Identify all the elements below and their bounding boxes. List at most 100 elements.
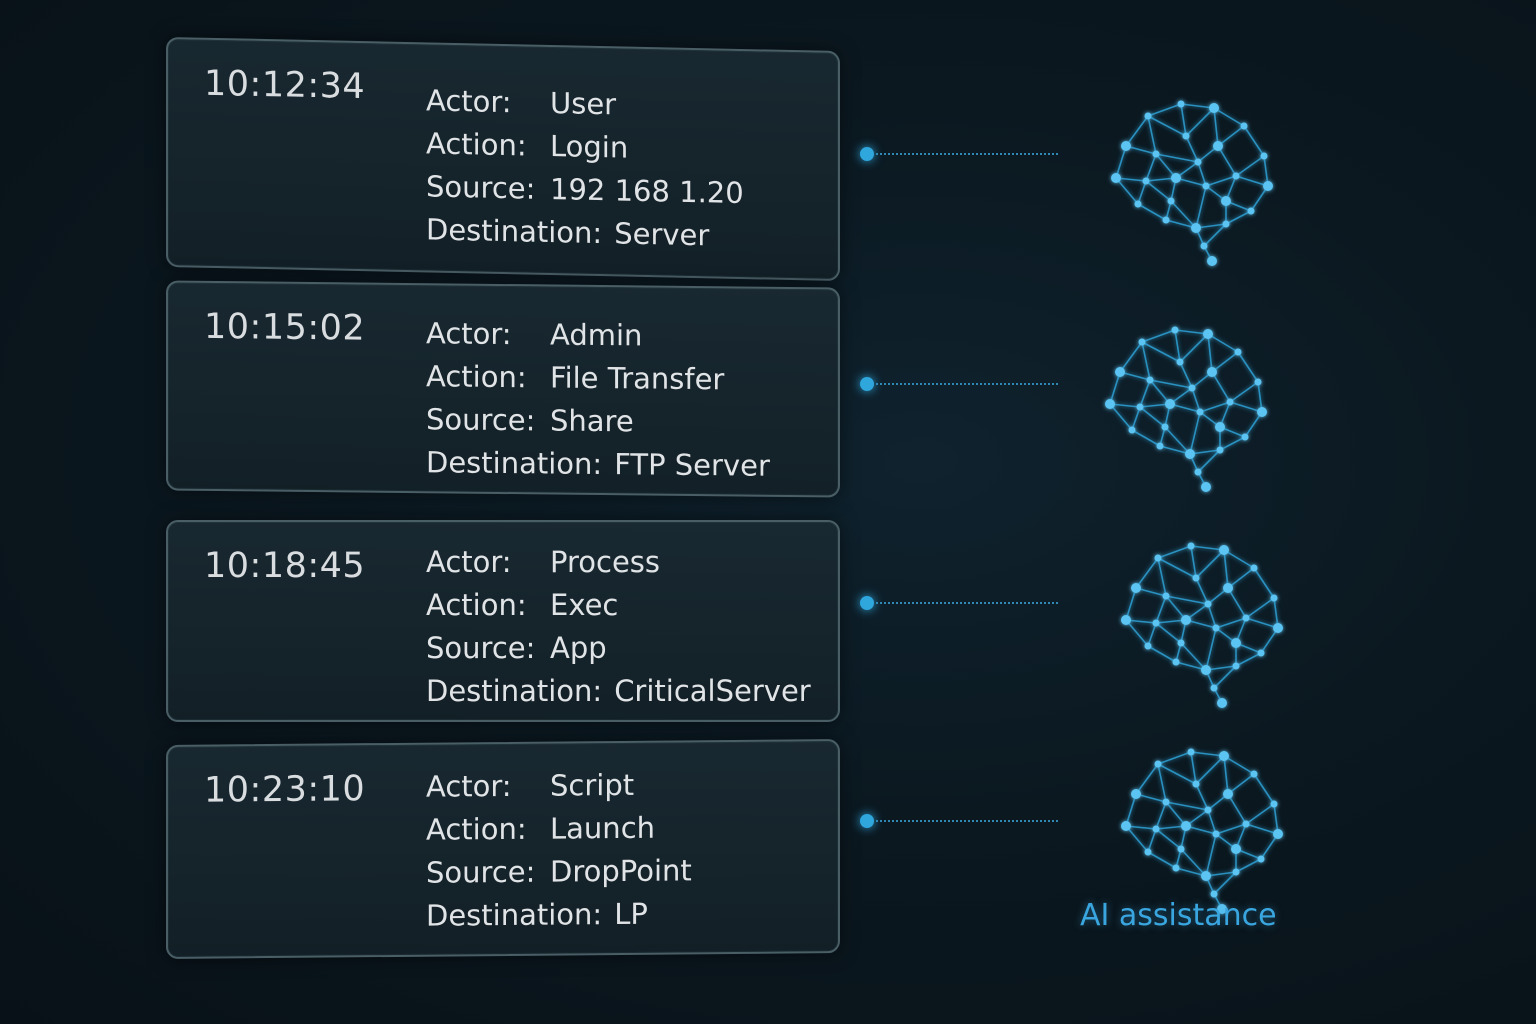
connector-line (860, 377, 1060, 391)
brain-edge (1165, 801, 1187, 827)
brain-edge (1263, 155, 1269, 187)
destination-row: Destination: FTP Server (426, 440, 770, 487)
brain-edge (1245, 617, 1279, 629)
brain-node (1219, 751, 1229, 761)
source-label: Source: (426, 630, 536, 665)
event-card[interactable]: 10:12:34 Actor: User Action: Login Sourc… (166, 36, 840, 282)
brain-edge (1149, 379, 1193, 389)
brain-edge (1205, 175, 1237, 187)
destination-row: Destination: CriticalServer (426, 669, 811, 712)
brain-edge (1147, 115, 1157, 155)
brain-edge (1235, 155, 1265, 177)
brain-node (1209, 103, 1219, 113)
brain-node (1192, 780, 1200, 788)
brain-edge (1207, 809, 1217, 835)
destination-label: Destination: (426, 211, 603, 250)
brain-edge (1245, 597, 1275, 619)
brain-node (1105, 399, 1115, 409)
brain-edge (1195, 185, 1207, 229)
brain-edge (1169, 403, 1201, 413)
brain-node (1223, 583, 1233, 593)
brain-edge (1157, 545, 1192, 559)
brain-node (1212, 624, 1220, 632)
brain-edge (1229, 381, 1259, 403)
destination-row: Destination: Server (426, 207, 744, 257)
source-value: App (550, 630, 607, 665)
brain-edge (1180, 103, 1215, 109)
actor-value: Admin (550, 316, 643, 352)
event-card[interactable]: 10:15:02 Actor: Admin Action: File Trans… (166, 280, 840, 498)
brain-edge (1157, 557, 1167, 597)
brain-node (1165, 399, 1175, 409)
event-card[interactable]: 10:18:45 Actor: Process Action: Exec Sou… (166, 520, 840, 722)
brain-network-icon (1096, 734, 1296, 914)
action-row: Action: File Transfer (426, 354, 770, 401)
connector-line (860, 814, 1060, 828)
connector-dot (860, 377, 874, 391)
brain-edge (1197, 161, 1207, 187)
brain-edge (1139, 403, 1171, 408)
brain-node (1217, 904, 1227, 914)
brain-edge (1147, 645, 1177, 663)
brain-edge (1207, 603, 1217, 629)
brain-edge (1244, 411, 1263, 438)
brain-node (1162, 798, 1170, 806)
brain-edge (1185, 107, 1215, 137)
brain-node (1223, 789, 1233, 799)
source-value: Share (550, 402, 634, 438)
connector-line (860, 147, 1060, 161)
brain-edge (1237, 351, 1259, 383)
brain-node (1257, 855, 1265, 863)
destination-value: Server (614, 215, 710, 252)
actor-label: Actor: (426, 315, 512, 351)
brain-node (1177, 100, 1185, 108)
brain-edge (1147, 103, 1182, 117)
brain-edge (1131, 429, 1161, 447)
brain-node (1154, 760, 1162, 768)
actor-row: Actor: Process (426, 540, 811, 583)
brain-node (1257, 407, 1267, 417)
source-value: DropPoint (550, 852, 692, 889)
brain-edge (1199, 401, 1231, 413)
brain-edge (1223, 755, 1255, 775)
brain-edge (1125, 619, 1149, 647)
brain-edge (1245, 803, 1275, 825)
brain-node (1171, 326, 1179, 334)
actor-label: Actor: (426, 82, 512, 119)
source-row: Source: Share (426, 397, 770, 444)
brain-edge (1135, 587, 1167, 597)
brain-edge (1141, 341, 1181, 363)
brain-node (1187, 748, 1195, 756)
brain-edge (1213, 107, 1219, 147)
brain-edge (1159, 445, 1191, 455)
brain-edge (1257, 381, 1263, 413)
brain-edge (1195, 223, 1227, 229)
brain-edge (1164, 426, 1191, 455)
brain-edge (1125, 587, 1137, 621)
brain-edge (1235, 175, 1269, 187)
brain-edge (1145, 180, 1172, 202)
brain-node (1201, 871, 1211, 881)
brain-node (1204, 600, 1212, 608)
brain-edge (1131, 406, 1141, 431)
action-value: Login (550, 128, 629, 165)
brain-node (1162, 592, 1170, 600)
brain-node (1210, 684, 1218, 692)
brain-edge (1125, 115, 1149, 147)
brain-node (1146, 376, 1154, 384)
event-card[interactable]: 10:23:10 Actor: Script Action: Launch So… (166, 739, 840, 959)
brain-node (1215, 422, 1225, 432)
brain-node (1270, 594, 1278, 602)
brain-node (1188, 384, 1196, 392)
actor-row: Actor: Script (426, 762, 692, 807)
brain-node (1138, 338, 1146, 346)
brain-edge (1149, 379, 1171, 405)
brain-edge (1165, 595, 1209, 605)
brain-edge (1227, 587, 1247, 619)
brain-edge (1215, 823, 1247, 835)
brain-edge (1205, 665, 1237, 671)
source-row: Source: App (426, 626, 811, 669)
brain-edge (1195, 549, 1225, 579)
brain-edge (1223, 549, 1229, 589)
